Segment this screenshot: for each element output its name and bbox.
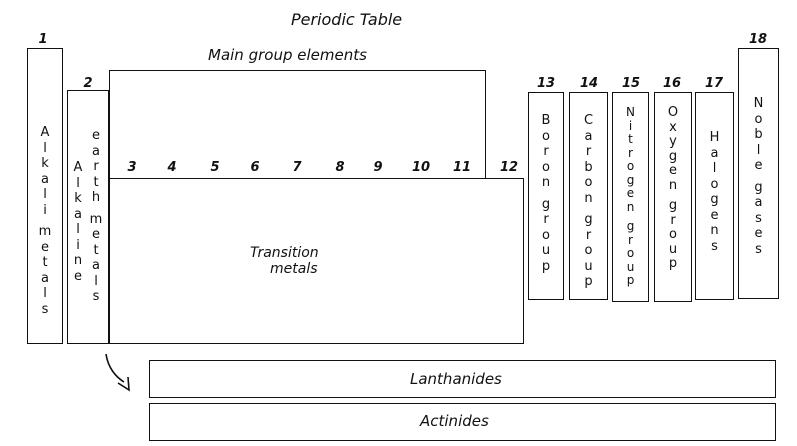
group-11-number: 11 [452, 160, 472, 175]
group-9-number: 9 [373, 160, 383, 175]
group-1-box [27, 48, 63, 344]
page-title: Periodic Table [291, 10, 403, 29]
group-17-number: 17 [704, 76, 724, 91]
group-13-box [528, 92, 564, 300]
group-13-number: 13 [536, 76, 556, 91]
group-6-number: 6 [250, 160, 260, 175]
group-15-number: 15 [621, 76, 641, 91]
group-2-box [67, 90, 109, 344]
group-7-number: 7 [292, 160, 302, 175]
actinides-box [149, 403, 776, 441]
group-2-number: 2 [83, 76, 93, 91]
group-15-box [612, 92, 649, 302]
lanthanides-label: Lanthanides [410, 370, 502, 388]
group-16-box [654, 92, 692, 302]
group-8-number: 8 [335, 160, 345, 175]
group-14-number: 14 [579, 76, 599, 91]
group-1-number: 1 [38, 32, 48, 47]
group-10-number: 10 [411, 160, 431, 175]
group-12-number: 12 [499, 160, 519, 175]
transition-label-line2: metals [270, 261, 318, 277]
actinides-label: Actinides [420, 412, 489, 430]
transition-label-line1: Transition [250, 245, 319, 261]
group-18-box [738, 48, 779, 299]
group-14-box [569, 92, 608, 300]
group-3-number: 3 [127, 160, 137, 175]
main-group-label: Main group elements [208, 46, 367, 64]
group-5-number: 5 [210, 160, 220, 175]
transition-metals-box [109, 178, 524, 344]
group-18-number: 18 [748, 32, 768, 47]
group-4-number: 4 [167, 160, 177, 175]
group-16-number: 16 [662, 76, 682, 91]
lanthanides-box [149, 360, 776, 398]
group-17-box [695, 92, 734, 300]
